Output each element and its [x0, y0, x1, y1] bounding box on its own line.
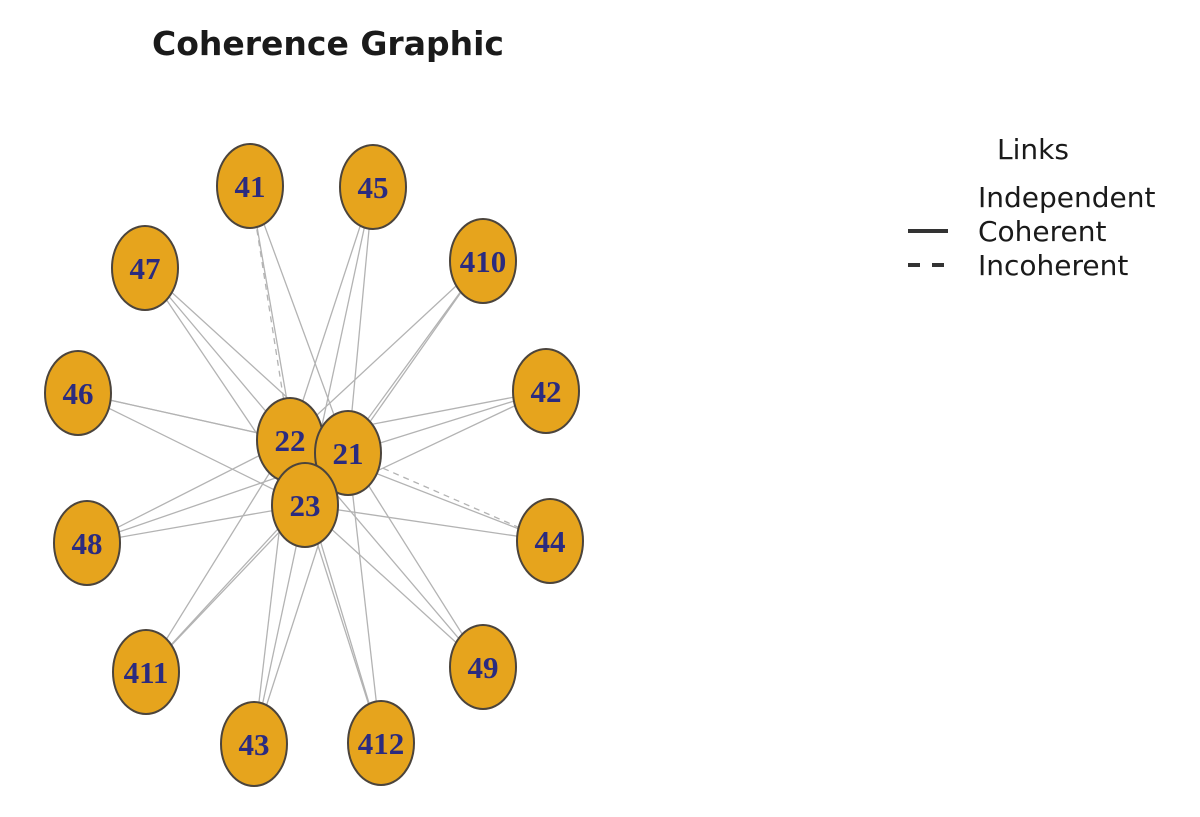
edge-45-21	[347, 186, 374, 454]
edge-48-23	[86, 504, 306, 544]
edge-41-21	[249, 185, 349, 454]
edge-410-22	[289, 260, 484, 441]
node-23	[271, 462, 339, 548]
node-411	[112, 629, 180, 715]
edge-46-23	[77, 392, 306, 506]
legend-item-label: Independent	[978, 180, 1156, 214]
legend: Links Independent Coherent Incoherent	[908, 133, 1158, 282]
chart-title: Coherence Graphic	[152, 24, 504, 63]
node-46	[44, 350, 112, 436]
node-410	[449, 218, 517, 304]
node-47	[111, 225, 179, 311]
node-label-43: 43	[239, 727, 270, 762]
legend-title: Links	[997, 133, 1069, 166]
node-label-410: 410	[460, 244, 507, 279]
node-label-49: 49	[468, 650, 499, 685]
independent-line-swatch	[908, 195, 948, 199]
node-48	[53, 500, 121, 586]
edge-41-22	[249, 185, 291, 441]
edge-44-23	[304, 504, 551, 542]
node-label-41: 41	[235, 169, 266, 204]
edge-411-22	[145, 439, 291, 673]
legend-item-label: Incoherent	[978, 248, 1129, 282]
node-label-411: 411	[124, 655, 169, 690]
node-label-45: 45	[358, 170, 389, 205]
edge-412-21	[347, 452, 382, 744]
edge-49-23	[304, 504, 484, 668]
edge-48-22	[86, 439, 291, 544]
legend-item-coherent: Coherent	[908, 214, 1158, 248]
node-label-23: 23	[290, 488, 321, 523]
node-45	[339, 144, 407, 230]
node-43	[220, 701, 288, 787]
node-label-47: 47	[130, 251, 161, 286]
node-label-412: 412	[358, 726, 405, 761]
edge-49-21	[347, 452, 484, 668]
node-41	[216, 143, 284, 229]
edge-45-22	[289, 186, 374, 441]
node-label-46: 46	[63, 376, 94, 411]
legend-item-independent: Independent	[908, 180, 1158, 214]
node-label-44: 44	[535, 524, 566, 559]
node-label-22: 22	[275, 423, 306, 458]
node-412	[347, 700, 415, 786]
node-label-42: 42	[531, 374, 562, 409]
legend-item-label: Coherent	[978, 214, 1107, 248]
node-21	[314, 410, 382, 496]
legend-item-incoherent: Incoherent	[908, 248, 1158, 282]
node-44	[516, 498, 584, 584]
node-42	[512, 348, 580, 434]
incoherent-line-swatch	[908, 263, 948, 267]
node-label-21: 21	[333, 436, 364, 471]
edge-44-21	[347, 452, 551, 542]
coherent-line-swatch	[908, 229, 948, 233]
node-label-48: 48	[72, 526, 103, 561]
node-49	[449, 624, 517, 710]
